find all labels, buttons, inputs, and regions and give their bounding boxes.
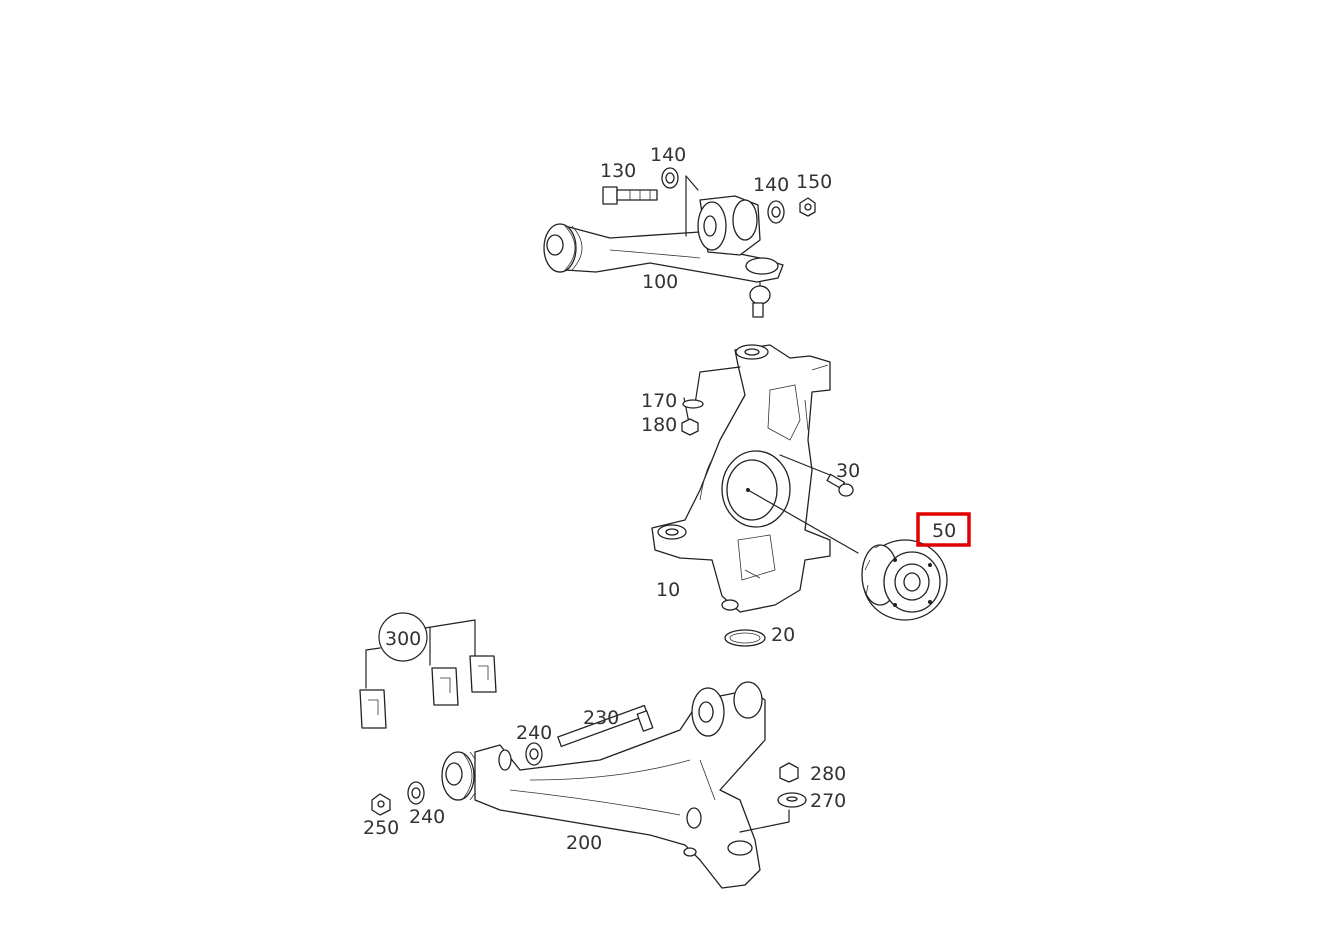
part-label-270[interactable]: 270 <box>810 790 846 812</box>
part-labels: 130 140 140 150 100 170 180 30 50 10 20 … <box>363 144 971 854</box>
part-170-washer <box>682 399 704 409</box>
part-label-150[interactable]: 150 <box>796 171 832 193</box>
part-label-130[interactable]: 130 <box>600 160 636 182</box>
part-label-300[interactable]: 300 <box>385 628 421 650</box>
part-250-nut <box>371 793 391 816</box>
part-140-washer-left <box>661 167 679 189</box>
part-label-280[interactable]: 280 <box>810 763 846 785</box>
part-label-30[interactable]: 30 <box>836 460 860 482</box>
part-230-bolt <box>557 704 654 748</box>
part-label-170[interactable]: 170 <box>641 390 677 412</box>
part-50-highlight-box <box>916 512 971 547</box>
part-30-bolt <box>826 473 854 497</box>
part-label-20[interactable]: 20 <box>771 624 795 646</box>
part-300-shim-set <box>359 612 497 729</box>
part-130-bolt <box>602 186 658 205</box>
part-label-140-left[interactable]: 140 <box>650 144 686 166</box>
part-240-washer-lower <box>407 781 425 805</box>
part-label-230[interactable]: 230 <box>583 707 619 729</box>
part-label-200[interactable]: 200 <box>566 832 602 854</box>
part-10-steering-knuckle <box>651 344 859 613</box>
part-150-nut <box>799 197 816 217</box>
part-140-washer-right <box>767 200 785 224</box>
part-100-upper-arm <box>543 175 784 318</box>
part-label-140-right[interactable]: 140 <box>753 174 789 196</box>
part-label-240-lower[interactable]: 240 <box>409 806 445 828</box>
part-270-washer <box>777 792 807 808</box>
part-20-snap-ring <box>724 629 766 647</box>
part-label-50[interactable]: 50 <box>932 520 956 542</box>
part-label-10[interactable]: 10 <box>656 579 680 601</box>
part-200-lower-arm <box>441 681 790 889</box>
part-label-240-upper[interactable]: 240 <box>516 722 552 744</box>
part-label-250[interactable]: 250 <box>363 817 399 839</box>
part-280-nut <box>779 762 799 783</box>
part-50-wheel-hub <box>861 539 948 621</box>
part-180-nut <box>681 418 699 436</box>
part-label-180[interactable]: 180 <box>641 414 677 436</box>
part-label-100[interactable]: 100 <box>642 271 678 293</box>
part-240-washer-upper <box>525 742 543 766</box>
